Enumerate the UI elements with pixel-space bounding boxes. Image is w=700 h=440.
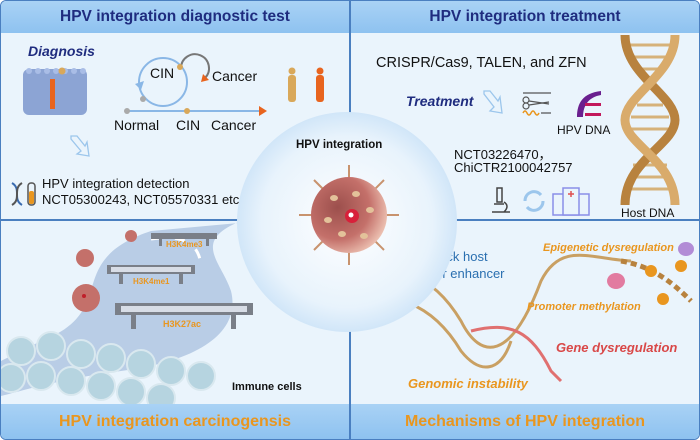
host-dna-label: Host DNA [621,206,675,220]
immune-cells-label: Immune cells [232,381,302,393]
hpv-virus-icon [299,165,399,265]
gene-dysregulation-label: Gene dysregulation [556,340,678,355]
cycle-cancer-lower: Cancer [211,117,257,133]
detection-line-1: HPV integration detection [42,176,190,191]
trial-line-2: ChiCTR2100042757 [454,160,573,175]
treatment-label: Treatment [406,93,474,109]
person-icon [288,67,296,102]
barrier-label: H3K27ac [163,319,202,329]
panel-diagnostic-test: HPV integration diagnostic test Diagnosi… [0,0,350,220]
diagnosis-label: Diagnosis [28,43,95,59]
hospital-icon [552,187,590,216]
treatment-methods: CRISPR/Cas9, TALEN, and ZFN [376,55,587,71]
panel-title: HPV integration diagnostic test [1,1,349,33]
trial-line-1: NCT03226470， [454,147,552,162]
panel-footer-title: HPV integration carcinogensis [1,404,349,439]
microscope-icon [492,187,510,213]
cycle-cin-lower: CIN [176,117,201,133]
hpv-dna-icon [577,91,601,117]
progression-cycle-diagram [124,53,267,116]
epigenetic-label: Epigenetic dysregulation [543,242,674,254]
cycle-arrows-icon [523,190,545,212]
arrow-down-right-icon [70,135,90,157]
barrier-icon [107,265,195,284]
genomic-instability-label: Genomic instability [408,376,528,391]
virus-small-icon [125,230,137,242]
population-crowd-icon [23,67,87,115]
center-title: HPV integration [296,139,383,151]
arrow-down-right-icon [483,90,503,114]
barrier-icon [151,233,217,246]
detection-line-2: NCT05300243, NCT05570331 etc. [42,192,243,207]
person-icon [316,67,324,102]
promoter-label: Promoter methylation [527,301,641,313]
barrier-label: H3K4me3 [166,240,203,249]
cycle-normal: Normal [114,117,160,133]
hpv-dna-label: HPV DNA [557,123,611,137]
panel-title: HPV integration treatment [351,1,699,33]
panel-footer-title: Mechanisms of HPV integration [351,404,699,439]
cycle-cancer-upper: Cancer [212,68,258,84]
dna-tube-icon [11,182,36,206]
immune-cells-illustration [1,331,216,413]
virus-small-icon [72,284,100,312]
host-dna-helix-icon [620,34,680,206]
barrier-icon [115,303,253,329]
virus-small-icon [76,249,94,267]
gene-editing-scissors-icon [522,92,551,116]
barrier-label: H3K4me1 [133,277,170,286]
cycle-cin-upper: CIN [150,65,175,81]
